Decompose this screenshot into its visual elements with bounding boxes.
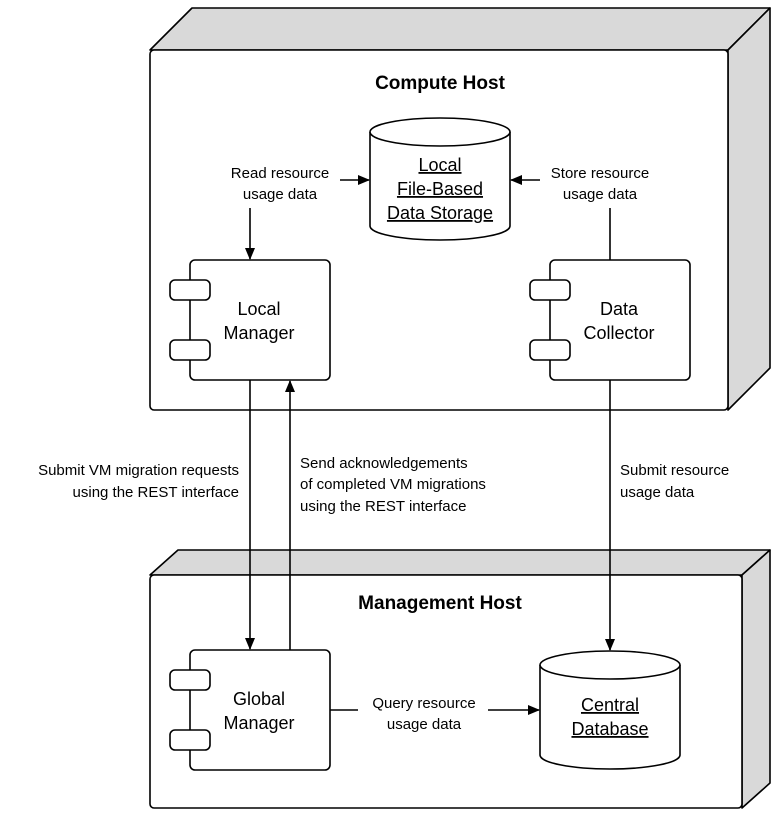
global-manager-label-line-2: Manager (223, 713, 294, 733)
migration-ack-label-line-2: of completed VM migrations (300, 476, 486, 493)
component-port-icon (169, 339, 211, 361)
local-storage-label-line-3: Data Storage (387, 203, 493, 223)
read-usage-label-line-1: Read resource (231, 165, 329, 182)
data-collector-label-line-1: Data (600, 299, 639, 319)
global-manager-component: Global Manager (169, 649, 331, 771)
compute-host-top-face (149, 7, 771, 51)
query-usage-label-line-2: usage data (387, 716, 462, 733)
read-usage-label-line-2: usage data (243, 186, 318, 203)
submit-usage-label-line-2: usage data (620, 484, 695, 501)
component-port-icon (529, 279, 571, 301)
local-manager-label-line-2: Manager (223, 323, 294, 343)
compute-host-title: Compute Host (375, 73, 506, 94)
store-usage-label-line-2: usage data (563, 186, 638, 203)
compute-host-side-face (727, 7, 771, 411)
read-usage-edge: Read resource usage data (231, 165, 370, 260)
query-usage-label-line-1: Query resource (372, 695, 475, 712)
management-host-top-face (149, 549, 771, 576)
submit-usage-edge: Submit resource usage data (605, 380, 729, 651)
central-database-cylinder: Central Database (539, 650, 681, 770)
local-storage-label-line-1: Local (418, 155, 461, 175)
component-port-icon (169, 279, 211, 301)
store-usage-edge: Store resource usage data (510, 165, 649, 260)
data-collector-component: Data Collector (529, 259, 691, 381)
central-database-label-line-1: Central (581, 695, 639, 715)
migration-ack-label-line-1: Send acknowledgements (300, 455, 468, 472)
management-host-title: Management Host (358, 593, 522, 614)
global-manager-label-line-1: Global (233, 689, 285, 709)
component-port-icon (529, 339, 571, 361)
management-host-side-face (741, 549, 771, 809)
component-port-icon (169, 729, 211, 751)
local-manager-component: Local Manager (169, 259, 331, 381)
migration-request-label-line-1: Submit VM migration requests (38, 462, 239, 479)
local-manager-label-line-1: Local (237, 299, 280, 319)
query-usage-edge: Query resource usage data (330, 695, 540, 733)
migration-request-edge: Submit VM migration requests using the R… (38, 380, 255, 650)
migration-ack-label-line-3: using the REST interface (300, 498, 466, 515)
central-database-label-line-2: Database (571, 719, 648, 739)
store-usage-label-line-1: Store resource (551, 165, 649, 182)
migration-ack-edge: Send acknowledgements of completed VM mi… (285, 380, 486, 650)
local-storage-label-line-2: File-Based (397, 179, 483, 199)
component-port-icon (169, 669, 211, 691)
submit-usage-label-line-1: Submit resource (620, 462, 729, 479)
local-storage-cylinder: Local File-Based Data Storage (369, 117, 511, 241)
migration-request-label-line-2: using the REST interface (73, 484, 239, 501)
data-collector-label-line-2: Collector (583, 323, 654, 343)
